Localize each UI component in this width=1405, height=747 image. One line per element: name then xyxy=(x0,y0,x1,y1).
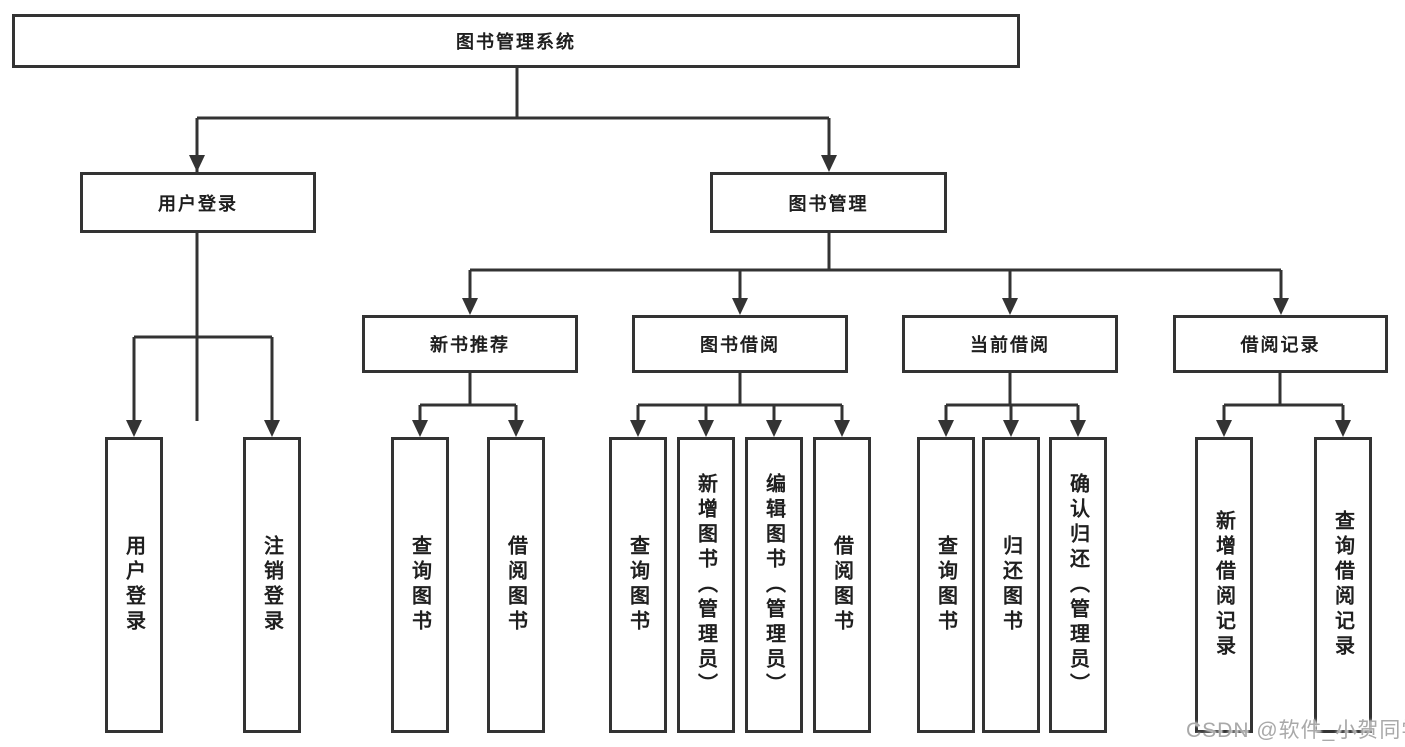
node-label: 图书管理 xyxy=(788,193,869,214)
leaf-label: 查询图书 xyxy=(934,535,957,635)
leaf-br-query-record: 查询借阅记录 xyxy=(1314,437,1372,733)
node-root: 图书管理系统 xyxy=(12,14,1020,68)
node-label: 图书借阅 xyxy=(700,335,780,355)
leaf-label: 编辑图书（管理员） xyxy=(762,472,785,698)
node-label: 用户登录 xyxy=(158,193,238,214)
node-book-borrow: 图书借阅 xyxy=(632,315,848,373)
node-label: 新书推荐 xyxy=(430,335,510,355)
leaf-label: 查询图书 xyxy=(408,535,431,635)
leaf-bb-edit-book-admin: 编辑图书（管理员） xyxy=(745,437,803,733)
leaf-label: 查询借阅记录 xyxy=(1331,510,1354,660)
leaf-label: 新增图书（管理员） xyxy=(694,472,717,698)
leaf-label: 用户登录 xyxy=(122,535,145,635)
csdn-watermark: CSDN @软件_小贺同学 xyxy=(1186,719,1405,742)
leaf-bb-borrow-book: 借阅图书 xyxy=(813,437,871,733)
leaf-label: 查询图书 xyxy=(626,535,649,635)
leaf-br-add-record: 新增借阅记录 xyxy=(1195,437,1253,733)
leaf-label: 注销登录 xyxy=(260,535,283,635)
leaf-cb-confirm-return-admin: 确认归还（管理员） xyxy=(1049,437,1107,733)
leaf-label: 借阅图书 xyxy=(504,535,527,635)
node-book-management: 图书管理 xyxy=(710,172,947,233)
node-borrow-records: 借阅记录 xyxy=(1173,315,1388,373)
node-current-borrow: 当前借阅 xyxy=(902,315,1118,373)
node-new-book-recommend: 新书推荐 xyxy=(362,315,578,373)
leaf-bb-query-book: 查询图书 xyxy=(609,437,667,733)
leaf-cb-return-book: 归还图书 xyxy=(982,437,1040,733)
leaf-label: 借阅图书 xyxy=(830,535,853,635)
leaf-label: 新增借阅记录 xyxy=(1212,510,1235,660)
leaf-logout: 注销登录 xyxy=(243,437,301,733)
leaf-label: 归还图书 xyxy=(999,535,1022,635)
node-label: 图书管理系统 xyxy=(456,32,576,52)
leaf-label: 确认归还（管理员） xyxy=(1066,472,1089,698)
node-label: 借阅记录 xyxy=(1240,335,1321,355)
leaf-user-login: 用户登录 xyxy=(105,437,163,733)
leaf-nbr-borrow-book: 借阅图书 xyxy=(487,437,545,733)
node-user-login: 用户登录 xyxy=(80,172,316,233)
leaf-nbr-query-book: 查询图书 xyxy=(391,437,449,733)
node-label: 当前借阅 xyxy=(970,335,1050,355)
leaf-bb-add-book-admin: 新增图书（管理员） xyxy=(677,437,735,733)
leaf-cb-query-book: 查询图书 xyxy=(917,437,975,733)
